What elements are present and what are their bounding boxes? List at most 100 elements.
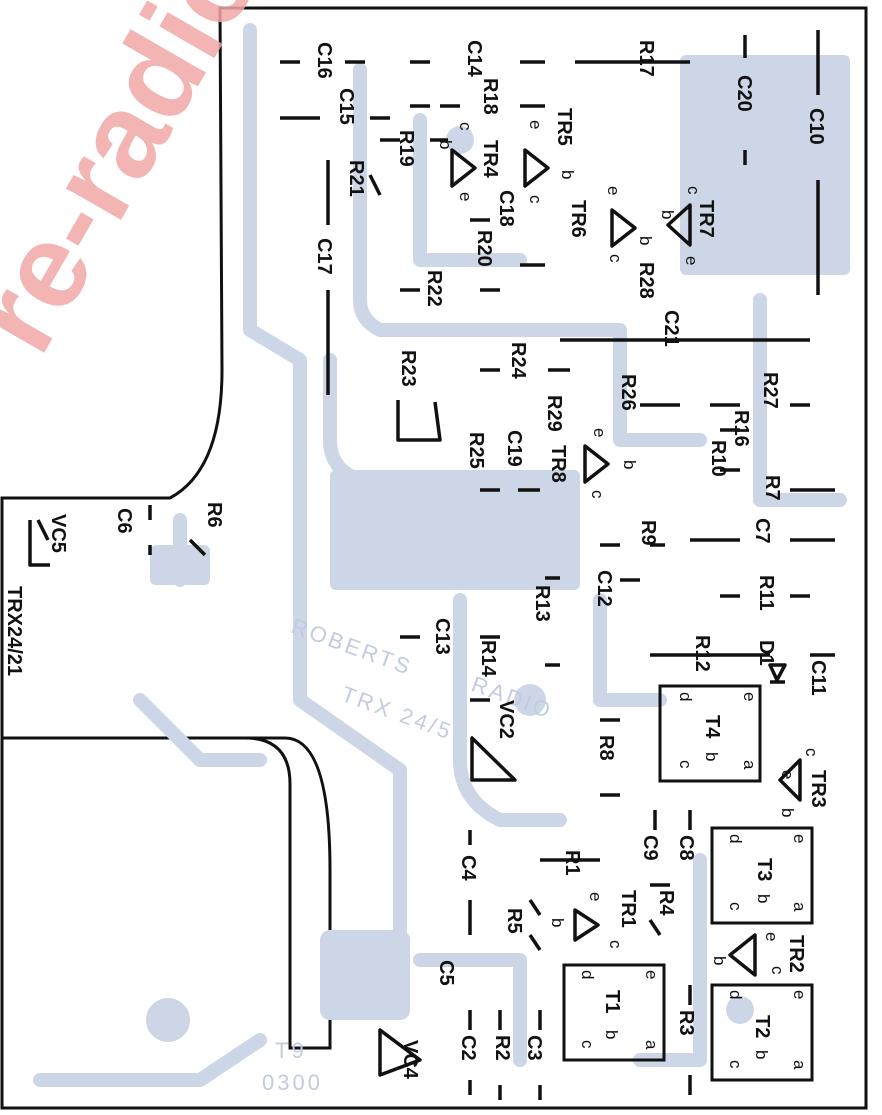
pin-tr1-b: b (548, 918, 567, 927)
board-label: TRX24/21 (3, 586, 25, 676)
label-r10: R10 (707, 440, 729, 477)
pin-tr4-c: c (456, 122, 475, 131)
label-vc2: VC2 (495, 700, 517, 739)
d1-symbol (768, 663, 787, 684)
pin-tr7-c: c (684, 186, 703, 195)
pin-tr6-b: b (636, 236, 655, 245)
label-c21: C21 (660, 310, 682, 347)
pin-t2-d: d (726, 990, 745, 999)
label-tr3: TR3 (807, 770, 829, 808)
pin-t2-b: b (752, 1050, 771, 1059)
label-c13: C13 (431, 618, 453, 655)
label-r6: R6 (203, 502, 225, 528)
pin-t2-a: a (790, 1060, 809, 1070)
vc4-symbol (378, 1028, 422, 1077)
label-c8: C8 (675, 835, 697, 861)
pin-t3-d: d (726, 834, 745, 843)
pin-tr8-c: c (588, 490, 607, 499)
t1-transformer (562, 963, 666, 1062)
pin-tr2-c: c (768, 966, 787, 975)
label-r26: R26 (617, 374, 639, 411)
tr2-symbol (728, 933, 757, 977)
label-r4: R4 (655, 890, 677, 916)
pin-letters: e b c c b e e b c c b e e b c d e b c a … (436, 120, 821, 1070)
label-r8: R8 (595, 735, 617, 761)
pin-tr8-e: e (590, 428, 609, 437)
tr1-symbol (573, 908, 600, 942)
label-r19: R19 (395, 130, 417, 167)
pin-tr8-b: b (620, 460, 639, 469)
tr4-symbol (450, 148, 477, 188)
t2-transformer (710, 983, 814, 1082)
label-r2: R2 (491, 1035, 513, 1061)
pin-t1-a: a (642, 1040, 661, 1050)
label-t3: T3 (753, 858, 775, 881)
label-c11: C11 (807, 660, 829, 696)
label-r29: R29 (543, 395, 565, 432)
label-c16: C16 (313, 42, 335, 79)
pin-tr3-b: b (778, 808, 797, 817)
label-r22: R22 (423, 270, 445, 307)
label-r28: R28 (635, 262, 657, 299)
label-tr8: TR8 (547, 445, 569, 483)
device-symbols (28, 148, 814, 1082)
tr7-symbol (666, 203, 692, 247)
label-r20: R20 (473, 230, 495, 267)
label-r18: R18 (479, 78, 501, 115)
ghost-t9: T9 (275, 1038, 307, 1063)
label-t1: T1 (601, 990, 623, 1013)
pin-t4-b: b (702, 752, 721, 761)
pin-tr5-e: e (526, 120, 545, 129)
pin-tr4-e: e (456, 192, 475, 201)
pin-tr6-e: e (604, 186, 623, 195)
pin-t3-c: c (726, 902, 745, 911)
label-tr7: TR7 (695, 200, 717, 238)
label-r16: R16 (730, 410, 752, 447)
label-c15: C15 (335, 88, 357, 125)
tr8-symbol (583, 444, 610, 484)
component-leads (148, 30, 835, 1100)
label-c17: C17 (313, 238, 335, 275)
label-c14: C14 (463, 40, 485, 78)
label-r14: R14 (477, 640, 499, 678)
label-r7: R7 (761, 475, 783, 501)
label-c4: C4 (457, 855, 479, 881)
label-c20: C20 (733, 75, 755, 112)
label-c12: C12 (593, 570, 615, 607)
pin-t1-c: c (578, 1040, 597, 1049)
label-vc5: VC5 (47, 514, 69, 553)
label-tr4: TR4 (479, 140, 501, 179)
pin-t1-b: b (602, 1030, 621, 1039)
label-r27: R27 (759, 372, 781, 409)
label-t2: T2 (751, 1015, 773, 1038)
label-c10: C10 (805, 108, 827, 145)
pin-t4-c: c (676, 760, 695, 769)
pin-tr2-e: e (762, 932, 781, 941)
vc2-symbol (470, 736, 517, 782)
component-labels: C16 C14 R17 C20 C10 C15 R18 TR5 R19 TR4 … (3, 40, 829, 1080)
pin-tr1-e: e (586, 892, 605, 901)
t4-transformer (658, 684, 762, 783)
pin-tr5-c: c (526, 195, 545, 204)
pin-tr3-c: c (802, 748, 821, 757)
t3-transformer (710, 826, 814, 925)
label-r23: R23 (397, 350, 419, 387)
label-r1: R1 (561, 850, 583, 876)
label-r9: R9 (637, 520, 659, 546)
label-vc4: VC4 (399, 1040, 421, 1080)
pin-t4-d: d (676, 692, 695, 701)
pin-t3-b: b (754, 894, 773, 903)
pin-t1-e: e (642, 970, 661, 979)
label-r17: R17 (635, 40, 657, 77)
pin-t2-c: c (726, 1060, 745, 1069)
label-r24: R24 (507, 342, 529, 380)
label-r13: R13 (531, 585, 553, 622)
pin-tr7-b: b (658, 210, 677, 219)
pin-tr6-c: c (606, 254, 625, 263)
pin-t1-d: d (578, 970, 597, 979)
label-tr2: TR2 (785, 935, 807, 973)
label-c19: C19 (503, 430, 525, 467)
label-c7: C7 (751, 518, 773, 544)
label-c9: C9 (639, 835, 661, 861)
